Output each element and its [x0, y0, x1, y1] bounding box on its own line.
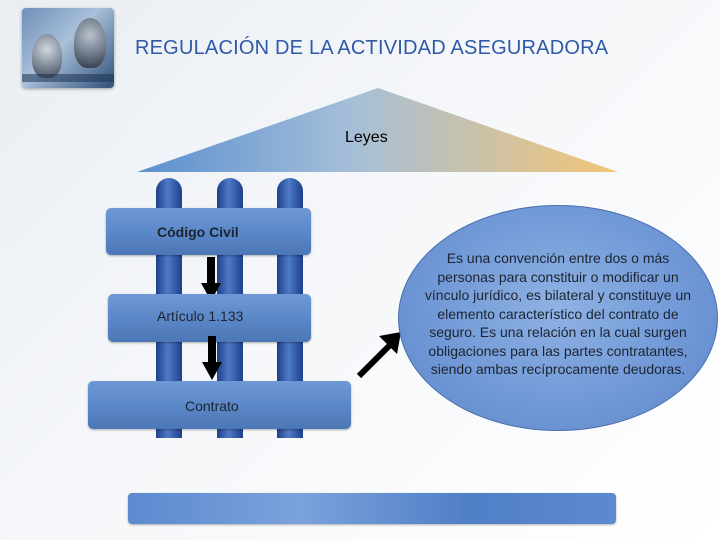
arrow-down-icon	[201, 257, 221, 301]
page-title: REGULACIÓN DE LA ACTIVIDAD ASEGURADORA	[135, 37, 609, 59]
portrait-figure-left	[32, 34, 62, 78]
roof-pediment	[137, 88, 618, 172]
portrait-figure-right	[74, 18, 106, 68]
banknote-logo	[22, 8, 114, 88]
articulo-label: Artículo 1.133	[157, 308, 244, 324]
roof-label: Leyes	[345, 129, 388, 146]
contrato-box	[88, 381, 351, 429]
arrow-down-icon	[202, 336, 222, 380]
banknote-band	[22, 74, 114, 82]
codigo-civil-box	[106, 208, 311, 255]
contrato-label: Contrato	[185, 398, 239, 414]
arrow-diagonal-icon	[356, 332, 401, 379]
codigo-civil-label: Código Civil	[157, 224, 239, 240]
definition-text: Es una convención entre dos o más person…	[424, 250, 692, 377]
definition-ellipse	[398, 205, 718, 431]
articulo-box	[108, 294, 311, 342]
ground-base-bar	[128, 493, 616, 524]
